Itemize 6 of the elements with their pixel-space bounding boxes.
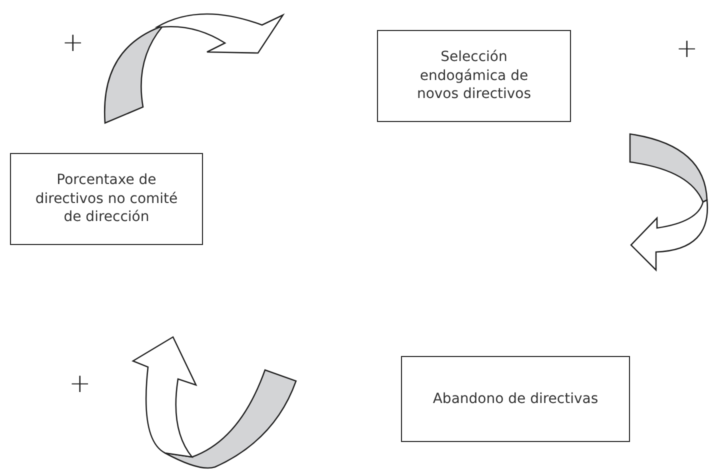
plus-sign: +: [69, 371, 91, 397]
text-box: Porcentaxe de directivos no comité de dirección: [10, 153, 203, 245]
text-box: Selección endogámica de novos directivos: [377, 30, 571, 122]
plus-sign: +: [62, 30, 84, 56]
plus-sign: +: [676, 36, 698, 62]
text-box: Abandono de directivas: [401, 356, 630, 442]
